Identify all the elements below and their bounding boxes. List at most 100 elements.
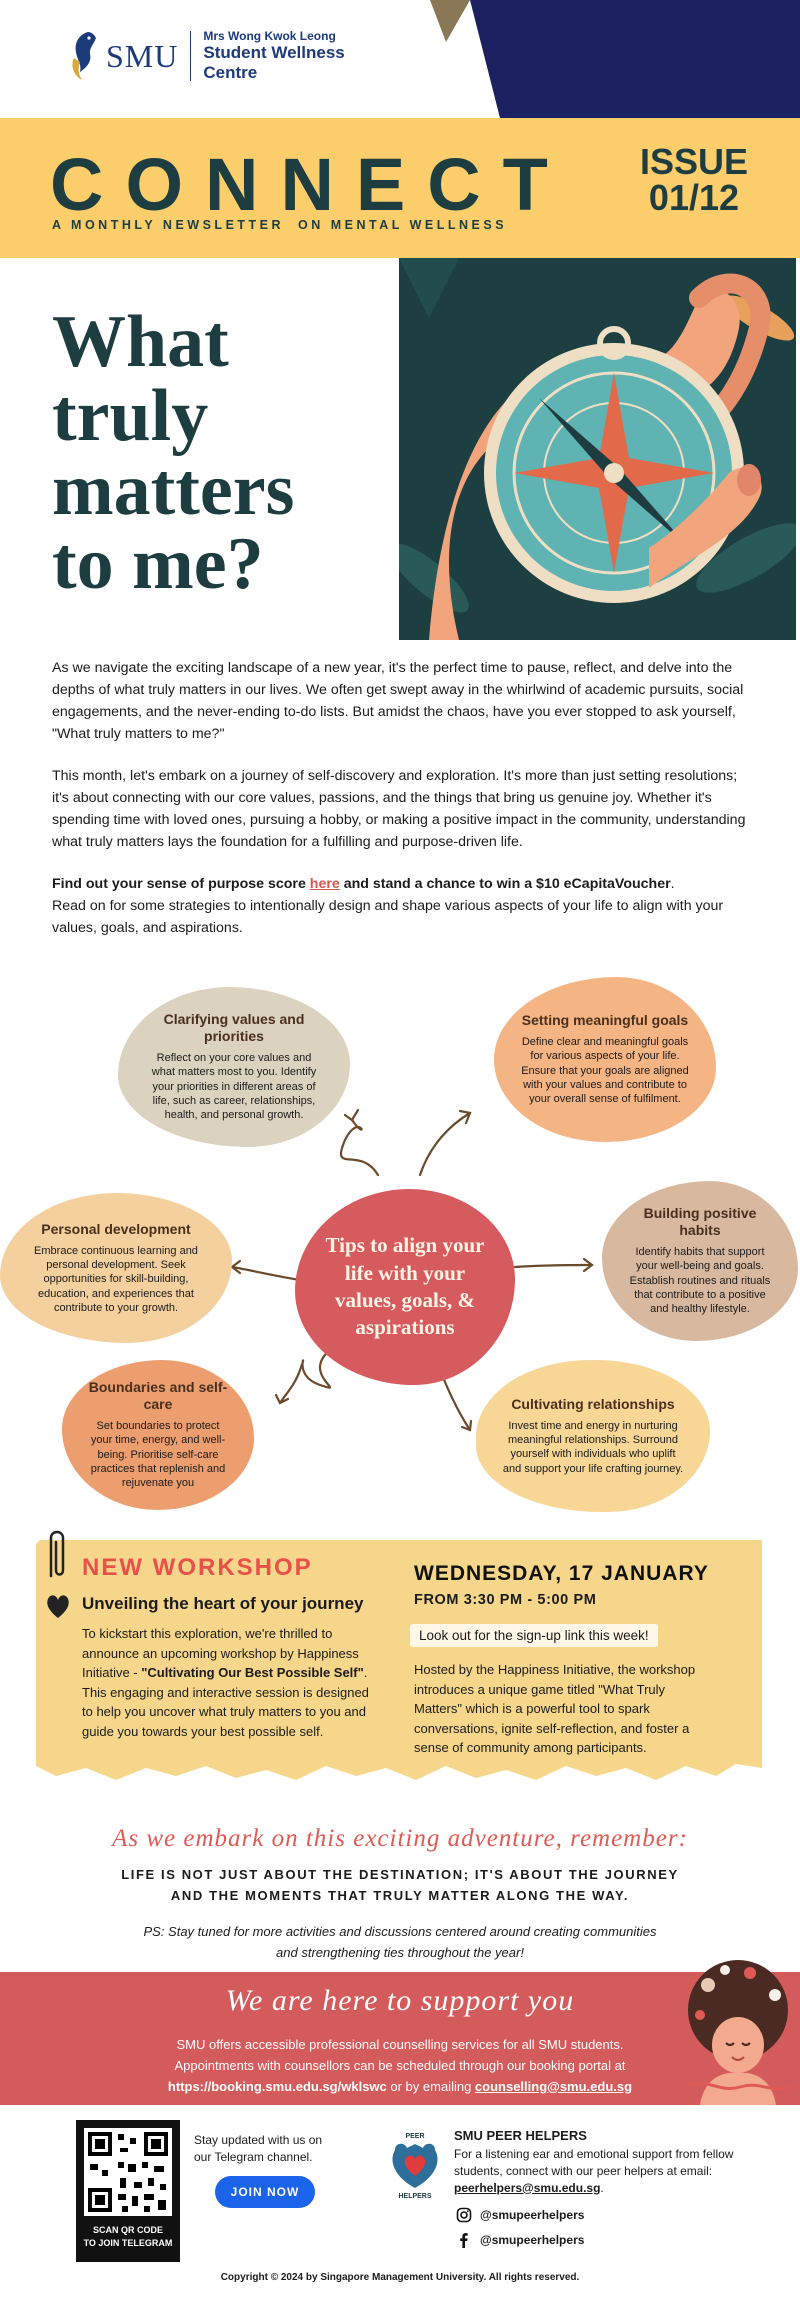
workshop-section: NEW WORKSHOP Unveiling the heart of your…	[36, 1530, 762, 1786]
tip-body: Reflect on your core values and what mat…	[151, 1052, 317, 1122]
workshop-details: Hosted by the Happiness Initiative, the …	[414, 1662, 696, 1755]
tip-boundaries: Boundaries and self-care Set boundaries …	[62, 1360, 254, 1510]
booking-link[interactable]: https://booking.smu.edu.sg/wklswc	[167, 2078, 387, 2094]
arrow-to-habits-head	[582, 1257, 594, 1273]
support-section: We are here to support you SMU offers ac…	[0, 1972, 800, 2105]
tip-body: Define clear and meaningful goals for va…	[521, 1036, 689, 1106]
brand-name: SMU	[106, 37, 179, 74]
copyright-text: Copyright © 2024 by Singapore Management…	[220, 2272, 580, 2283]
tip-title: Clarifying values and priorities	[163, 1011, 305, 1045]
purpose-score-paragraph: Find out your sense of purpose score her…	[52, 873, 752, 939]
workshop-text: To kickstart this exploration, we're thr…	[82, 1626, 359, 1680]
logo-divider	[190, 31, 192, 81]
newsletter-banner: CONNECT A MONTHLY NEWSLETTER ON MENTAL W…	[0, 118, 800, 258]
centre-line-2: Student Wellness	[203, 43, 345, 63]
hero-title-line: What	[52, 301, 229, 383]
voucher-text: and stand a chance to win a $10 eCapitaV…	[339, 876, 671, 892]
qr-caption-line: TO JOIN TELEGRAM	[83, 2237, 173, 2248]
header: SMU Mrs Wong Kwok Leong Student Wellness…	[0, 0, 800, 118]
arrow-to-values	[339, 1118, 380, 1177]
qr-caption-line: SCAN QR CODE	[92, 2225, 163, 2235]
ps-line: and strengthening ties throughout the ye…	[276, 1944, 524, 1960]
arrow-to-goals	[418, 1111, 472, 1177]
peer-helpers-email-link[interactable]: peerhelpers@smu.edu.sg	[454, 2180, 601, 2195]
remember-heading: As we embark on this exciting adventure,…	[112, 1825, 688, 1852]
tip-body: Set boundaries to protect your time, ene…	[90, 1420, 226, 1490]
support-line: SMU offers accessible professional couns…	[176, 2037, 624, 2052]
telegram-qr-card[interactable]: SCAN QR CODE TO JOIN TELEGRAM	[76, 2120, 180, 2262]
purpose-score-link[interactable]: here	[309, 876, 340, 892]
workshop-description: To kickstart this exploration, we're thr…	[82, 1624, 382, 1741]
tips-center: Tips to align your life with your values…	[295, 1189, 515, 1385]
intro-text: As we navigate the exciting landscape of…	[52, 657, 752, 959]
torn-paper-background	[36, 1540, 762, 1780]
signup-callout: Look out for the sign-up link this week!	[410, 1624, 658, 1647]
ps-note: PS: Stay tuned for more activities and d…	[130, 1922, 670, 1964]
tip-title: Boundaries and self-care	[88, 1379, 228, 1413]
arrow-to-boundaries	[278, 1348, 332, 1405]
join-now-button[interactable]: JOIN NOW	[215, 2176, 315, 2208]
tip-title: Setting meaningful goals	[521, 1012, 689, 1029]
centre-name: Mrs Wong Kwok Leong Student Wellness Cen…	[203, 28, 345, 83]
arrow-to-habits	[513, 1263, 594, 1269]
tips-diagram: Clarifying values and priorities Reflect…	[0, 975, 800, 1515]
journey-line: LIFE IS NOT JUST ABOUT THE DESTINATION; …	[121, 1867, 679, 1882]
newsletter-tagline: A MONTHLY NEWSLETTER ON MENTAL WELLNESS	[52, 218, 508, 232]
tip-title: Building positive habits	[643, 1205, 757, 1239]
tip-goals: Setting meaningful goals Define clear an…	[494, 977, 716, 1142]
issue-number: 01/12	[648, 177, 740, 218]
workshop-heading: Unveiling the heart of your journey	[82, 1594, 364, 1613]
ps-line: PS: Stay tuned for more activities and d…	[143, 1924, 657, 1939]
hero-title-line: to me?	[52, 523, 264, 605]
tip-values: Clarifying values and priorities Reflect…	[118, 987, 350, 1147]
centre-line-3: Centre	[203, 62, 258, 82]
issue-badge: ISSUE 01/12	[640, 144, 748, 216]
peer-helpers-logo-icon: PEER HELPERS	[392, 2133, 438, 2200]
qr-code-icon	[84, 2128, 172, 2216]
hand-holding-compass-illustration	[399, 258, 796, 640]
tips-arrows	[230, 1108, 594, 1432]
tip-body: Invest time and energy in nurturing mean…	[502, 1419, 684, 1475]
centre-line-1: Mrs Wong Kwok Leong	[203, 28, 336, 43]
facebook-link[interactable]: @smupeerhelpers	[456, 2232, 584, 2248]
peer-logo-top-text: PEER	[405, 2133, 424, 2140]
arrow-to-personal	[230, 1265, 302, 1282]
arrow-to-goals-head	[458, 1109, 472, 1125]
peer-helpers-description: For a listening ear and emotional suppor…	[454, 2147, 734, 2178]
instagram-link[interactable]: @smupeerhelpers	[456, 2207, 584, 2223]
tip-body: Identify habits that support your well-b…	[629, 1246, 771, 1316]
support-line: Appointments with counsellors can be sch…	[174, 2057, 626, 2073]
counselling-email-link[interactable]: counselling@smu.edu.sg	[474, 2078, 633, 2094]
journey-line: AND THE MOMENTS THAT TRULY MATTER ALONG …	[170, 1887, 630, 1903]
intro-paragraph: This month, let's embark on a journey of…	[52, 768, 746, 850]
instagram-handle: @smupeerhelpers	[480, 2208, 585, 2222]
instagram-icon	[456, 2207, 472, 2223]
girl-with-flowers-illustration	[688, 1960, 791, 2105]
read-on-text: Read on for some strategies to intention…	[52, 898, 724, 936]
tip-relationships: Cultivating relationships Invest time an…	[476, 1360, 710, 1512]
workshop-text: . This engaging and interactive session …	[82, 1665, 369, 1739]
facebook-icon	[460, 2233, 468, 2248]
workshop-date: WEDNESDAY, 17 JANUARY	[414, 1562, 709, 1585]
header-decoration	[430, 0, 800, 118]
tip-personal: Personal development Embrace continuous …	[0, 1193, 232, 1343]
arrow-to-values-head	[343, 1108, 360, 1122]
paperclip-icon	[49, 1530, 65, 1578]
journey-quote: LIFE IS NOT JUST ABOUT THE DESTINATION; …	[120, 1865, 680, 1907]
lion-emblem-icon	[72, 32, 96, 80]
tip-title: Personal development	[41, 1220, 191, 1237]
newsletter-title: CONNECT	[50, 143, 570, 226]
tip-habits: Building positive habits Identify habits…	[602, 1181, 798, 1341]
tip-body: Embrace continuous learning and personal…	[34, 1244, 198, 1314]
smu-logo[interactable]: SMU Mrs Wong Kwok Leong Student Wellness…	[68, 28, 345, 84]
arrow-to-personal-head	[230, 1259, 242, 1275]
voucher-period: .	[670, 876, 675, 892]
facebook-handle: @smupeerhelpers	[480, 2233, 585, 2247]
tips-center-text: Tips to align your life with your values…	[325, 1233, 485, 1340]
arrow-to-boundaries-head	[274, 1393, 290, 1405]
peer-helpers-title: SMU PEER HELPERS	[454, 2128, 587, 2143]
hero-title-line: matters	[52, 449, 295, 531]
issue-label: ISSUE	[639, 141, 748, 182]
tip-title: Cultivating relationships	[511, 1396, 675, 1412]
heart-icon	[47, 1595, 69, 1618]
